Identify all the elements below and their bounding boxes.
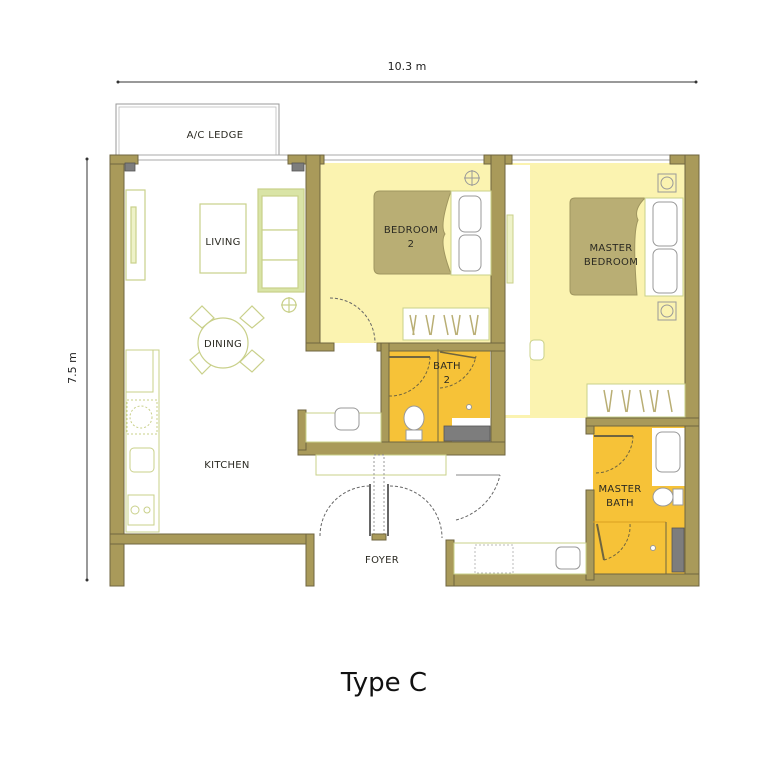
master-bedroom-wardrobe-strip <box>505 165 530 415</box>
master-bedroom-wardrobe <box>586 383 686 418</box>
width-label: 10.3 m <box>388 60 427 73</box>
height-label: 7.5 m <box>66 352 79 384</box>
height-dimension: 7.5 m <box>66 157 89 582</box>
bedroom2-wardrobe <box>402 307 490 341</box>
bedroom2-bed <box>373 170 492 276</box>
columns <box>124 162 685 573</box>
windows <box>137 154 671 161</box>
master-bedroom-bed <box>506 173 684 361</box>
bath2-label-line2: 2 <box>444 375 451 386</box>
dining-label: DINING <box>204 339 242 350</box>
master-bedroom-label-line1: MASTER <box>590 243 633 254</box>
master-bath-label-line2: BATH <box>606 498 634 509</box>
ac-ledge: A/C LEDGE <box>115 103 280 157</box>
bedroom2-label-line2: 2 <box>408 239 415 250</box>
ac-ledge-label: A/C LEDGE <box>187 130 244 141</box>
hall-counter <box>453 542 587 575</box>
foyer-floor <box>314 462 446 584</box>
bath2-label-line1: BATH <box>433 361 461 372</box>
bedroom2-door-swing <box>329 297 376 344</box>
bedroom2-label-line1: BEDROOM <box>384 225 438 236</box>
kitchen-counter <box>125 349 160 533</box>
living-furniture <box>125 188 305 313</box>
width-dimension: 10.3 m <box>116 60 698 84</box>
foyer-details <box>315 454 501 541</box>
foyer-label: FOYER <box>365 555 399 566</box>
master-bath-label-line1: MASTER <box>599 484 642 495</box>
bath2-fixtures <box>388 349 477 442</box>
master-bath-fixtures <box>593 431 684 574</box>
living-label: LIVING <box>205 237 240 248</box>
utility-basin <box>305 407 382 443</box>
walls <box>109 154 700 587</box>
master-bedroom-label-line2: BEDROOM <box>584 257 638 268</box>
dining-table <box>189 305 265 375</box>
kitchen-label: KITCHEN <box>204 460 249 471</box>
plan-type-caption: Type C <box>340 668 428 698</box>
